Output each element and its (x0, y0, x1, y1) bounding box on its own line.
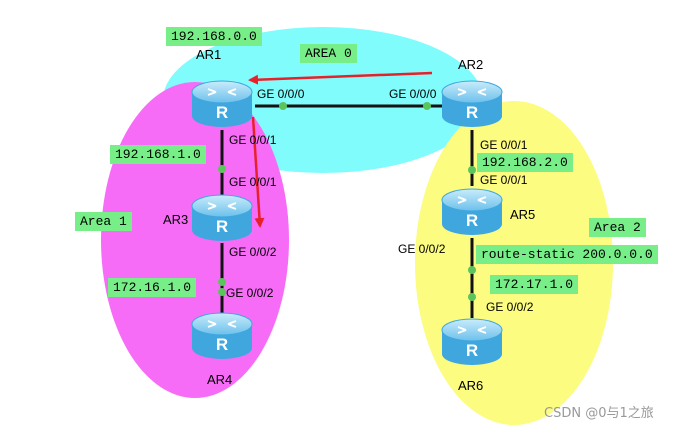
area-0-label: AREA 0 (300, 44, 357, 63)
area-2-label: Area 2 (589, 218, 646, 237)
port-dot-ar3-g002 (218, 278, 226, 286)
port-label-ar6-g002: GE 0/0/2 (486, 300, 534, 314)
router-name-ar3: AR3 (163, 212, 189, 227)
port-label-ar2-g000: GE 0/0/0 (389, 87, 437, 101)
port-dot-ar2-g001 (468, 166, 476, 174)
watermark: CSDN @0与1之旅 (544, 406, 654, 421)
svg-text:R: R (466, 341, 478, 360)
router-name-ar4: AR4 (207, 372, 233, 387)
port-dot-ar1-g000 (279, 102, 287, 110)
router-ar5-icon[interactable]: R (441, 188, 503, 235)
route-arrow-ar1-to-ar3 (251, 116, 265, 228)
port-label-ar3-g002: GE 0/0/2 (229, 245, 277, 259)
port-label-ar5-g001: GE 0/0/1 (480, 173, 528, 187)
router-ar3-icon[interactable]: R (191, 194, 253, 241)
port-label-ar5-g002: GE 0/0/2 (398, 242, 446, 256)
port-label-ar1-g000: GE 0/0/0 (257, 87, 305, 101)
area-1-label: Area 1 (75, 212, 132, 231)
network-label-192-168-0-0: 192.168.0.0 (166, 27, 262, 46)
network-label-172-16-1-0: 172.16.1.0 (108, 278, 197, 297)
port-dot-ar1-g001 (218, 165, 226, 173)
port-label-ar3-g001: GE 0/0/1 (229, 175, 277, 189)
svg-text:R: R (466, 211, 478, 230)
router-name-ar6: AR6 (458, 378, 484, 393)
router-ar1-icon[interactable]: R (191, 80, 253, 127)
port-label-ar1-g001: GE 0/0/1 (229, 133, 277, 147)
port-dot-ar5-g002 (468, 266, 476, 274)
router-name-ar2: AR2 (458, 57, 484, 72)
port-dot-ar2-g000 (423, 102, 431, 110)
svg-text:R: R (216, 335, 228, 354)
route-arrow-ar2-to-ar1 (248, 71, 433, 85)
network-label-192-168-1-0: 192.168.1.0 (110, 145, 206, 164)
router-ar2-icon[interactable]: R (441, 80, 503, 127)
port-label-ar2-g001: GE 0/0/1 (480, 138, 528, 152)
svg-text:R: R (216, 217, 228, 236)
port-dot-ar6-g002 (468, 293, 476, 301)
router-ar6-icon[interactable]: R (441, 318, 503, 365)
port-label-ar4-g002: GE 0/0/2 (226, 286, 274, 300)
svg-text:R: R (466, 103, 478, 122)
svg-text:R: R (216, 103, 228, 122)
port-dot-ar4-g002 (218, 288, 226, 296)
static-route-label: route-static 200.0.0.0 (476, 245, 658, 264)
network-label-172-17-1-0: 172.17.1.0 (490, 275, 579, 294)
router-name-ar5: AR5 (510, 207, 536, 222)
network-label-192-168-2-0: 192.168.2.0 (477, 153, 573, 172)
router-name-ar1: AR1 (196, 47, 222, 62)
router-ar4-icon[interactable]: R (191, 312, 253, 359)
